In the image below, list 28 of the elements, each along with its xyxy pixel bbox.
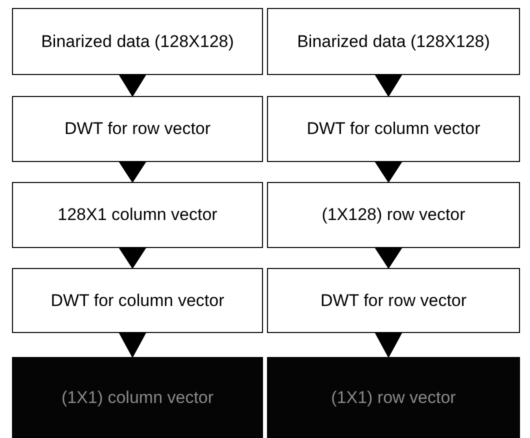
process-box — [12, 268, 263, 333]
arrow — [118, 248, 146, 269]
box-label: (1X128) row vector — [320, 204, 466, 226]
process-box — [12, 8, 263, 75]
arrow — [374, 162, 402, 183]
box-label: DWT for row vector — [319, 290, 468, 312]
box-label: DWT for column vector — [50, 290, 226, 312]
box-label: Binarized data (128X128) — [296, 30, 491, 52]
process-box — [12, 96, 263, 162]
arrow — [118, 74, 146, 97]
process-box — [12, 357, 263, 438]
box-label: DWT for row vector — [63, 118, 212, 140]
process-box — [267, 357, 520, 438]
box-label: (1X1) column vector — [60, 386, 215, 408]
process-box — [267, 8, 520, 75]
arrow — [118, 162, 146, 183]
arrow — [118, 332, 146, 358]
process-box — [12, 182, 263, 248]
process-box — [267, 182, 520, 248]
process-box — [267, 96, 520, 162]
box-label: (1X1) row vector — [330, 386, 457, 408]
arrow — [374, 74, 402, 97]
process-box — [267, 268, 520, 333]
box-label: 128X1 column vector — [56, 204, 218, 226]
arrow — [374, 248, 402, 269]
box-label: Binarized data (128X128) — [40, 30, 235, 52]
box-label: DWT for column vector — [306, 118, 482, 140]
arrow — [374, 332, 402, 358]
